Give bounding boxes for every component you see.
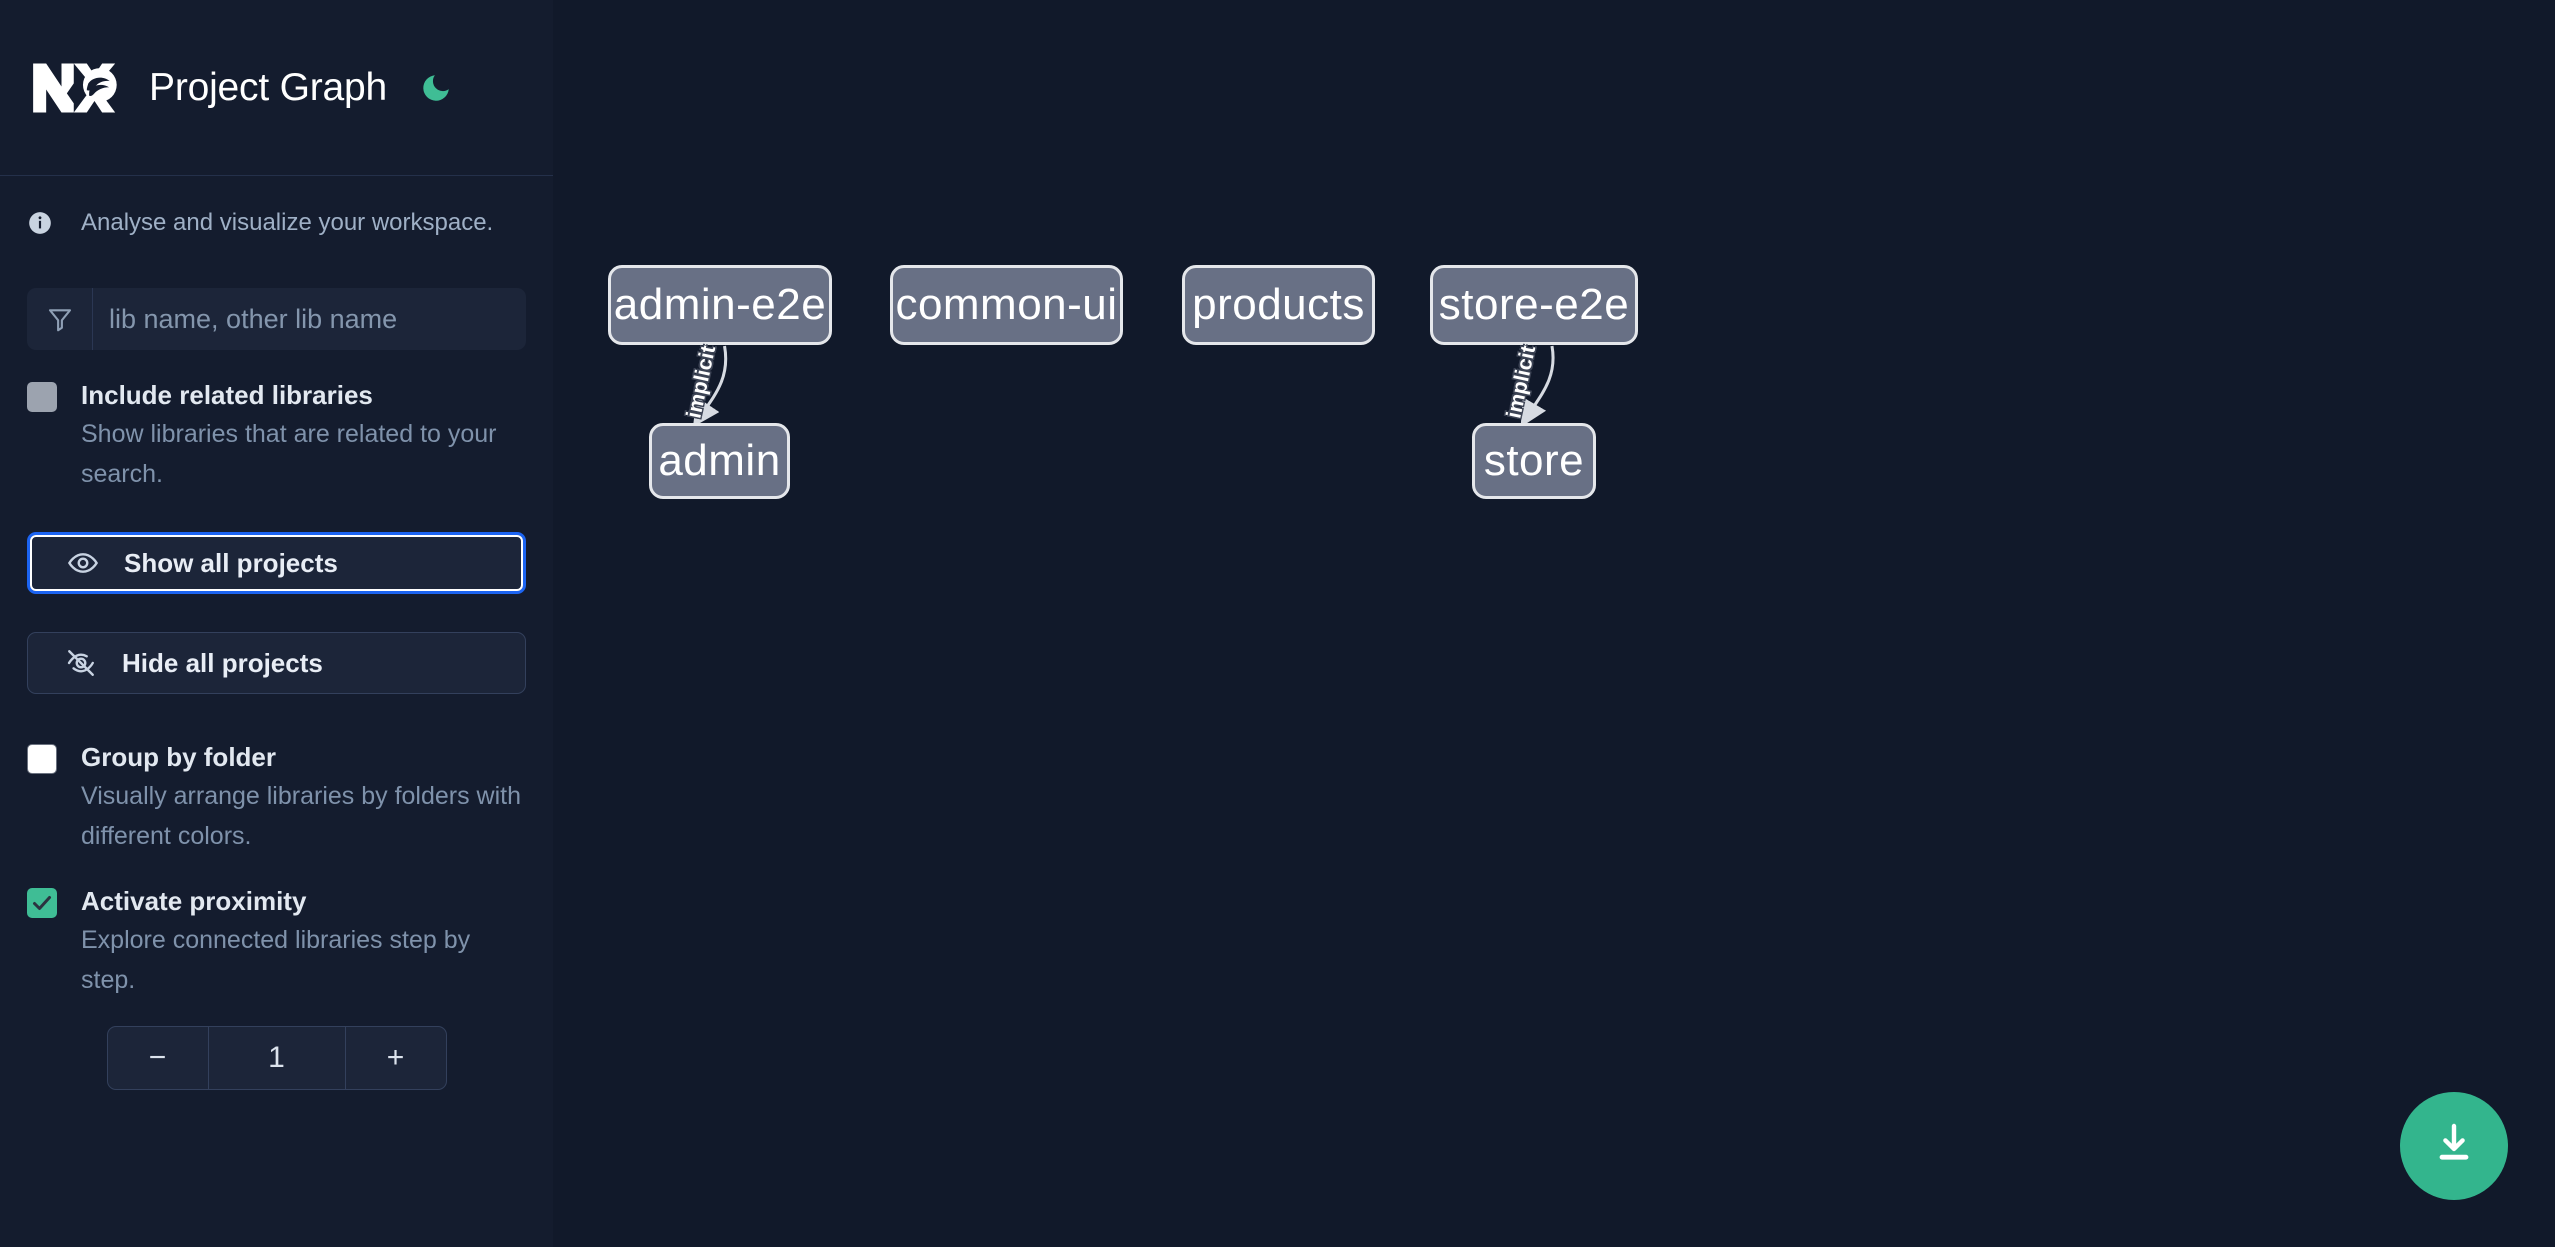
hide-all-projects-label: Hide all projects <box>122 647 323 678</box>
proximity-increment-button[interactable]: + <box>344 1027 446 1089</box>
edge-admin[interactable] <box>692 345 728 427</box>
proximity-value: 1 <box>268 1041 285 1074</box>
activate-proximity-description: Explore connected libraries step by step… <box>81 926 471 994</box>
activate-proximity-checkbox[interactable] <box>27 888 57 918</box>
search-input[interactable] <box>93 288 526 350</box>
show-all-projects-button[interactable]: Show all projects <box>27 532 526 594</box>
graph-node-store[interactable]: store <box>1472 423 1596 499</box>
info-icon <box>27 210 53 236</box>
show-all-projects-label: Show all projects <box>124 547 338 578</box>
eye-off-icon <box>64 646 98 680</box>
graph-edges <box>692 345 1555 428</box>
nx-logo-icon <box>27 57 119 119</box>
group-by-folder-description: Visually arrange libraries by folders wi… <box>81 782 522 850</box>
edge-store[interactable] <box>1520 345 1555 428</box>
sidebar-header: Project Graph <box>0 0 553 176</box>
sidebar-body: Analyse and visualize your workspace. In… <box>0 176 553 1090</box>
workspace-info: Analyse and visualize your workspace. <box>0 176 553 270</box>
workspace-info-text: Analyse and visualize your workspace. <box>81 209 494 236</box>
page-title: Project Graph <box>149 65 388 109</box>
graph-node-admin-e2e[interactable]: admin-e2e <box>608 265 832 345</box>
project-graph-canvas[interactable]: admin-e2e common-ui products store-e2e admin… <box>553 0 2555 1247</box>
proximity-decrement-button[interactable]: − <box>108 1027 209 1089</box>
download-image-button[interactable] <box>2400 1092 2508 1200</box>
include-related-libraries-row[interactable]: Include related libraries Show libraries… <box>27 376 526 494</box>
hide-all-projects-button[interactable]: Hide all projects <box>27 632 526 694</box>
include-related-libraries-checkbox[interactable] <box>27 382 57 412</box>
sidebar: Project Graph Analyse and visualize your… <box>0 0 553 1247</box>
download-icon <box>2430 1120 2478 1173</box>
activate-proximity-label: Activate proximity <box>81 886 307 916</box>
proximity-stepper: − 1 + <box>27 1026 526 1090</box>
include-related-libraries-label: Include related libraries <box>81 380 373 410</box>
activate-proximity-row[interactable]: Activate proximity Explore connected lib… <box>27 882 526 1000</box>
filter-field[interactable] <box>27 288 526 350</box>
group-by-folder-row[interactable]: Group by folder Visually arrange librari… <box>27 738 526 856</box>
graph-node-admin[interactable]: admin <box>649 423 790 499</box>
graph-node-products[interactable]: products <box>1182 265 1375 345</box>
graph-node-common-ui[interactable]: common-ui <box>890 265 1123 345</box>
filter-icon <box>27 288 93 350</box>
moon-icon[interactable] <box>415 67 457 109</box>
group-by-folder-checkbox[interactable] <box>27 744 57 774</box>
group-by-folder-label: Group by folder <box>81 742 276 772</box>
eye-icon <box>66 546 100 580</box>
include-related-libraries-description: Show libraries that are related to your … <box>81 420 497 488</box>
graph-node-store-e2e[interactable]: store-e2e <box>1430 265 1638 345</box>
